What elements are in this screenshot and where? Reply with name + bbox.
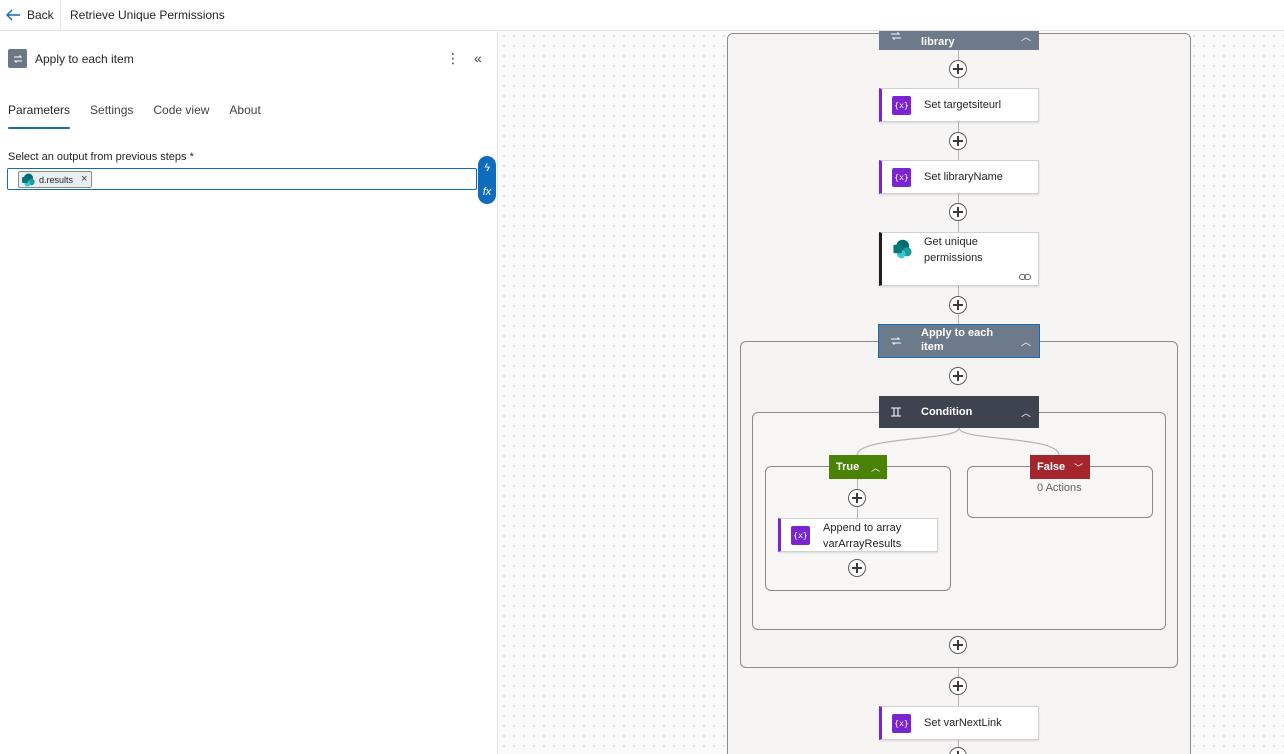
insert-step-button[interactable]	[848, 489, 866, 507]
output-input[interactable]: d.results ×	[7, 168, 477, 190]
tab-parameters[interactable]: Parameters	[8, 103, 71, 129]
card-label: Set varNextLink	[924, 717, 1002, 729]
variable-icon: {x}	[892, 714, 911, 733]
tab-about[interactable]: About	[229, 103, 261, 117]
lightning-icon[interactable]: ϟ	[484, 162, 490, 174]
chevron-up-icon[interactable]: ︿	[870, 462, 880, 473]
insert-step-button[interactable]	[949, 132, 967, 150]
insert-step-button[interactable]	[949, 636, 967, 654]
apply-to-each-library-header[interactable]: library ︿	[879, 31, 1039, 50]
chevron-up-icon[interactable]: ︿	[1021, 337, 1031, 349]
set-library-name-card[interactable]: {x} Set libraryName	[879, 160, 1039, 194]
flow-title: Retrieve Unique Permissions	[70, 8, 225, 22]
collapse-panel-icon[interactable]: «	[474, 50, 482, 66]
designer-canvas[interactable]: library ︿ {x} Set targetsiteurl {x} Set …	[499, 31, 1284, 754]
insert-step-button[interactable]	[949, 367, 967, 385]
more-options-icon[interactable]: ⋮	[446, 50, 460, 66]
loop-icon	[891, 337, 901, 345]
append-to-array-card[interactable]: {x} Append to array varArrayResults	[778, 518, 938, 552]
variable-icon: {x}	[892, 168, 911, 187]
connector	[958, 736, 959, 754]
set-var-next-link-card[interactable]: {x} Set varNextLink	[879, 706, 1039, 740]
back-button[interactable]: Back	[6, 6, 54, 24]
insert-step-button[interactable]	[949, 677, 967, 695]
tab-code-view[interactable]: Code view	[153, 103, 210, 117]
sharepoint-icon	[893, 239, 912, 259]
token-label: d.results	[39, 174, 74, 185]
set-targetsiteurl-card[interactable]: {x} Set targetsiteurl	[879, 88, 1039, 122]
connector	[958, 45, 959, 117]
panel-title: Apply to each item	[35, 52, 134, 66]
insert-step-button[interactable]	[949, 60, 967, 78]
card-label: Append to array varArrayResults	[823, 522, 902, 550]
card-label: Set libraryName	[924, 171, 1003, 183]
link-icon	[1019, 274, 1031, 280]
chevron-up-icon[interactable]: ︿	[1021, 408, 1031, 420]
true-label: True	[836, 461, 860, 473]
card-label: Get unique permissions	[924, 236, 983, 264]
variable-icon: {x}	[791, 526, 810, 545]
scope-header-label: library	[921, 36, 955, 48]
top-bar: Back Retrieve Unique Permissions	[0, 0, 1284, 31]
insert-step-button[interactable]	[848, 559, 866, 577]
variable-icon: {x}	[892, 96, 911, 115]
insert-step-button[interactable]	[949, 296, 967, 314]
expression-toolbar: ϟ fx	[478, 156, 496, 204]
card-label: Set targetsiteurl	[924, 99, 1002, 111]
tab-settings[interactable]: Settings	[90, 103, 134, 117]
scope-header-label: Apply to each item	[921, 327, 994, 353]
false-label: False	[1037, 461, 1066, 473]
loop-icon	[8, 49, 27, 68]
apply-to-each-item-header[interactable]: Apply to each item ︿	[878, 324, 1040, 358]
false-branch-empty-text: 0 Actions	[1037, 482, 1082, 494]
arrow-left-icon	[6, 9, 20, 21]
panel-tabs: Parameters Settings Code view About	[8, 103, 261, 131]
divider	[60, 0, 61, 31]
remove-token-icon[interactable]: ×	[81, 173, 88, 185]
chevron-up-icon[interactable]: ︿	[1021, 32, 1031, 43]
branch-connectors	[856, 427, 1060, 456]
dynamic-content-token[interactable]: d.results ×	[18, 171, 93, 188]
insert-step-button[interactable]	[949, 203, 967, 221]
true-branch-header[interactable]: True ︿	[829, 455, 887, 479]
condition-header[interactable]: Condition ︿	[879, 396, 1039, 428]
back-label: Back	[27, 8, 54, 22]
fx-icon[interactable]: fx	[482, 186, 492, 198]
sharepoint-icon	[22, 173, 35, 186]
chevron-down-icon[interactable]: ﹀	[1073, 462, 1083, 473]
condition-label: Condition	[921, 406, 973, 418]
action-details-panel: Apply to each item ⋮ « Parameters Settin…	[0, 31, 498, 754]
get-unique-permissions-card[interactable]: Get unique permissions	[879, 232, 1039, 286]
output-field-label: Select an output from previous steps *	[8, 151, 194, 163]
loop-icon	[891, 31, 901, 40]
false-branch-header[interactable]: False ﹀	[1030, 455, 1090, 479]
condition-icon	[891, 407, 901, 417]
